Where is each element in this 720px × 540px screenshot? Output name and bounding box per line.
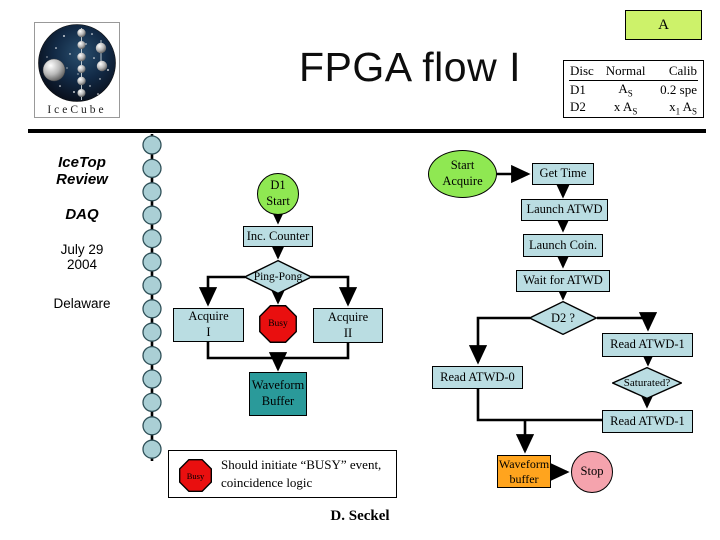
saturated-decision: Saturated? bbox=[612, 367, 682, 399]
sidebar: IceTop Review DAQ July 29 2004 Delaware bbox=[22, 150, 142, 311]
d2-calib-cell: x1 AS bbox=[669, 98, 697, 117]
flow-arrows-left bbox=[198, 205, 358, 372]
d1-normal-cell: AS bbox=[618, 81, 633, 99]
disc-table-header-row: Disc Normal Calib bbox=[569, 63, 698, 81]
icecube-logo: IceCube bbox=[34, 22, 120, 118]
start-acquire-node: Start Acquire bbox=[428, 150, 497, 198]
normal-header: Normal bbox=[600, 63, 651, 81]
busy-stop-sign: Busy bbox=[259, 305, 297, 343]
busy-legend-text: Should initiate “BUSY” event, coincidenc… bbox=[221, 457, 382, 490]
read-atwd1-top-node: Read ATWD-1 bbox=[602, 333, 693, 357]
read-atwd1-bottom-node: Read ATWD-1 bbox=[602, 410, 693, 433]
stop-node: Stop bbox=[571, 451, 613, 493]
busy-legend-box: Busy Should initiate “BUSY” event, coinc… bbox=[168, 450, 397, 498]
d2-decision: D2 ? bbox=[529, 301, 597, 335]
author-credit: D. Seckel bbox=[330, 508, 390, 524]
d2-normal-cell: x AS bbox=[613, 98, 638, 117]
waveform-buffer-left-node: Waveform Buffer bbox=[249, 372, 307, 416]
get-time-node: Get Time bbox=[532, 163, 594, 185]
launch-atwd-node: Launch ATWD bbox=[521, 199, 608, 221]
title-divider-rule bbox=[28, 129, 706, 133]
table-row-d2: D2 x AS x1 AS bbox=[569, 99, 698, 117]
icecube-logo-caption: IceCube bbox=[47, 104, 107, 116]
d2-cell: D2 bbox=[570, 99, 586, 115]
sidebar-date: July 29 2004 bbox=[60, 241, 104, 273]
acquire-2-node: Acquire II bbox=[313, 308, 383, 343]
sidebar-session: DAQ bbox=[65, 205, 99, 223]
inc-counter-node: Inc. Counter bbox=[243, 226, 313, 247]
ping-pong-decision: Ping-Pong bbox=[244, 260, 312, 294]
d1-start-node: D1 Start bbox=[257, 173, 299, 215]
calib-header: Calib bbox=[650, 63, 698, 81]
dom-string-graphic bbox=[142, 134, 162, 461]
read-atwd0-node: Read ATWD-0 bbox=[432, 366, 523, 389]
disc-settings-table: Disc Normal Calib D1 AS 0.2 spe D2 x AS … bbox=[563, 60, 704, 118]
acquire-1-node: Acquire I bbox=[173, 308, 244, 342]
launch-coin-node: Launch Coin. bbox=[523, 234, 603, 257]
waveform-buffer-right-node: Waveform buffer bbox=[497, 455, 551, 488]
disc-header: Disc bbox=[569, 63, 601, 81]
d1-cell: D1 bbox=[570, 81, 586, 97]
sidebar-event-title: IceTop Review bbox=[56, 154, 108, 189]
busy-legend-icon: Busy bbox=[179, 459, 212, 492]
flow-arrows-right bbox=[468, 164, 658, 482]
wait-for-atwd-node: Wait for ATWD bbox=[516, 270, 610, 292]
icecube-logo-graphic bbox=[34, 22, 120, 118]
d1-calib-cell: 0.2 spe bbox=[660, 81, 697, 97]
slide-corner-badge: A bbox=[625, 10, 702, 40]
table-row-d1: D1 AS 0.2 spe bbox=[569, 81, 698, 99]
page-title: FPGA flow I bbox=[299, 44, 521, 90]
sidebar-location: Delaware bbox=[53, 295, 111, 311]
